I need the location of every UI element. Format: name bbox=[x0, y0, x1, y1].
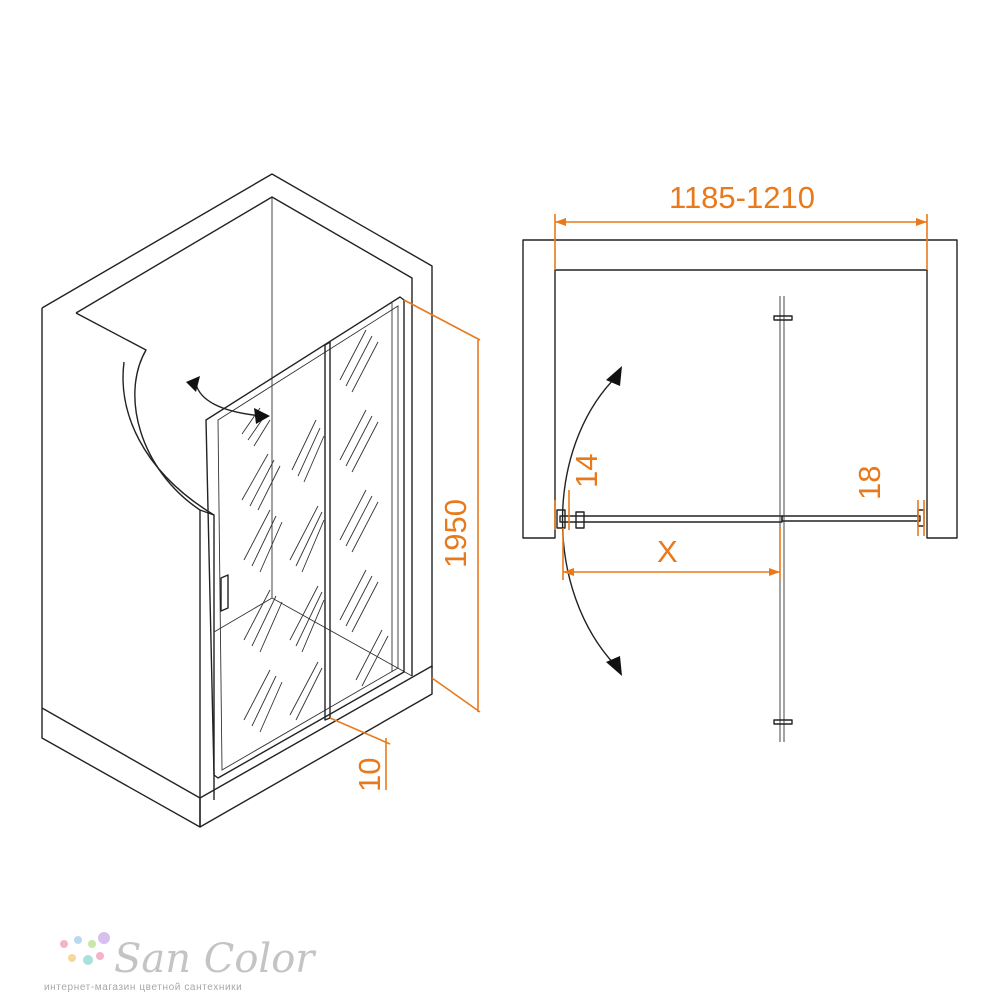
plan-view: 1185-1210 X 14 18 bbox=[522, 180, 958, 742]
logo-dot bbox=[98, 932, 110, 944]
left-profile-dim-label: 14 bbox=[569, 454, 604, 488]
width-dim-label: 1185-1210 bbox=[669, 180, 815, 215]
iso-swing-arrow bbox=[195, 383, 263, 417]
width-dim-tick-right bbox=[916, 218, 927, 226]
logo-dot bbox=[68, 954, 76, 962]
door-leaf bbox=[559, 515, 783, 523]
back-corner-line bbox=[271, 197, 413, 677]
door-frame bbox=[205, 296, 405, 779]
logo-tagline: интернет-магазин цветной сантехники bbox=[44, 982, 242, 993]
logo-dot bbox=[96, 952, 104, 960]
left-wall-front bbox=[41, 308, 201, 828]
threshold-dim-line bbox=[329, 717, 391, 790]
wall-profile-right bbox=[917, 509, 925, 527]
pivot-bracket-bottom bbox=[773, 719, 793, 725]
logo-dot bbox=[74, 936, 82, 944]
x-dim-line bbox=[562, 528, 781, 580]
door-divider bbox=[324, 341, 331, 721]
left-profile-dim-line bbox=[554, 490, 570, 530]
base-plinth bbox=[41, 665, 433, 828]
iso-arrowhead-left bbox=[186, 376, 200, 392]
left-wall-curve bbox=[75, 312, 201, 511]
wall-profile-left bbox=[556, 509, 566, 529]
swing-arc bbox=[561, 377, 616, 666]
left-wall-edge bbox=[199, 509, 215, 800]
swing-arrowhead-bottom bbox=[606, 656, 622, 676]
height-dim-line bbox=[403, 299, 481, 713]
fixed-panel bbox=[781, 515, 921, 522]
logo-dot bbox=[88, 940, 96, 948]
sancolor-logo: San Color интернет-магазин цветной санте… bbox=[44, 932, 317, 993]
handle-plan bbox=[575, 511, 585, 529]
glass-pattern bbox=[241, 329, 389, 733]
height-dim-label: 1950 bbox=[438, 499, 473, 568]
width-dim-line bbox=[554, 214, 928, 270]
pivot-bracket-top bbox=[773, 315, 793, 321]
threshold-dim-label: 10 bbox=[352, 758, 387, 792]
wall-top-inner-edge bbox=[75, 196, 413, 676]
door-handle bbox=[220, 574, 229, 612]
x-dim-tick-right bbox=[769, 568, 780, 576]
x-dim-label: X bbox=[657, 534, 678, 569]
plan-walls bbox=[522, 239, 958, 539]
logo-name: San Color bbox=[114, 936, 317, 982]
door-frame-inner bbox=[217, 305, 399, 771]
right-profile-dim-line bbox=[917, 500, 925, 536]
logo-dot bbox=[83, 955, 93, 965]
x-dim-tick-left bbox=[563, 568, 574, 576]
isometric-view: 1950 10 bbox=[41, 173, 481, 828]
right-profile-dim-label: 18 bbox=[852, 466, 887, 500]
left-wall-curve-inner bbox=[122, 361, 215, 516]
width-dim-tick-left bbox=[555, 218, 566, 226]
iso-arrowhead-right bbox=[254, 408, 270, 424]
logo-dot bbox=[60, 940, 68, 948]
swing-arrowhead-top bbox=[606, 366, 622, 386]
floor-line bbox=[213, 597, 273, 633]
wall-top-edge bbox=[41, 173, 433, 668]
